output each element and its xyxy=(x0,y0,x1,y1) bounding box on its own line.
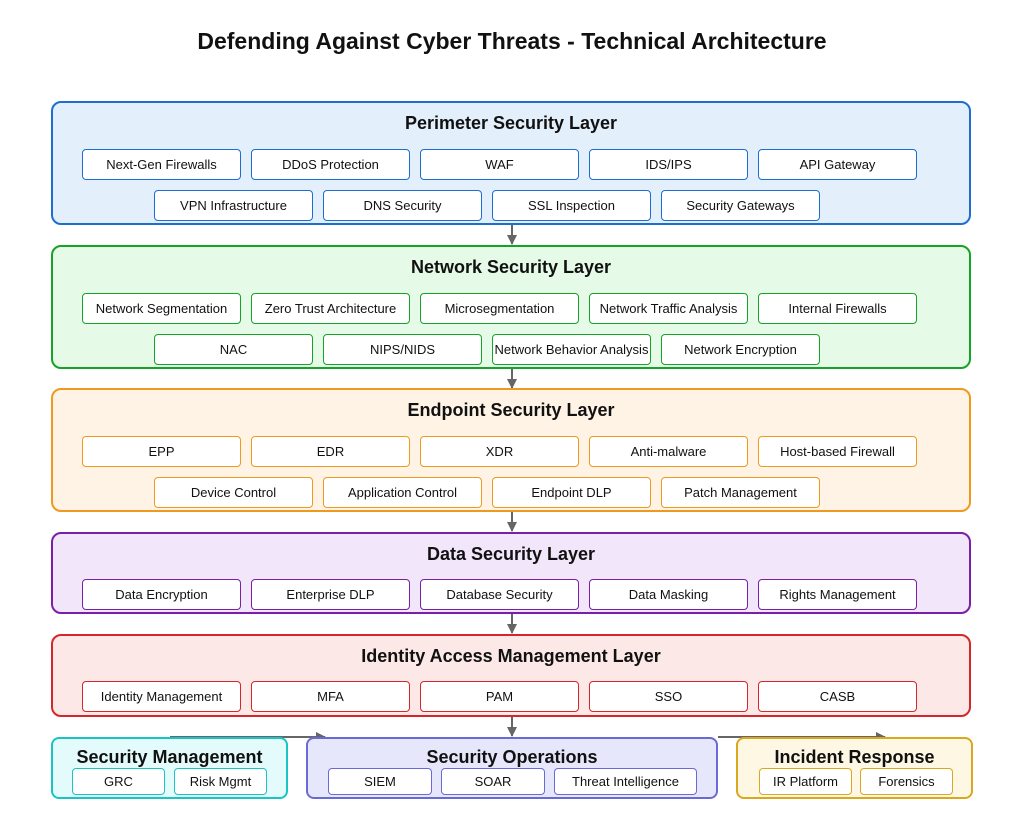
component-grc: GRC xyxy=(72,768,165,795)
component-patch-management: Patch Management xyxy=(661,477,820,508)
incident-response-title: Incident Response xyxy=(774,747,935,767)
component-next-gen-firewalls: Next-Gen Firewalls xyxy=(82,149,241,180)
component-vpn-infrastructure: VPN Infrastructure xyxy=(154,190,313,221)
component-epp: EPP xyxy=(82,436,241,467)
component-identity-management: Identity Management xyxy=(82,681,241,712)
component-forensics: Forensics xyxy=(860,768,953,795)
component-network-segmentation: Network Segmentation xyxy=(82,293,241,324)
iam-layer: Identity Access Management Layer Identit… xyxy=(51,634,971,717)
perimeter-layer-title: Perimeter Security Layer xyxy=(404,113,618,133)
security-management-box: Security Management GRC Risk Mgmt xyxy=(51,737,288,799)
component-casb: CASB xyxy=(758,681,917,712)
endpoint-layer-title: Endpoint Security Layer xyxy=(407,400,615,420)
network-security-layer: Network Security Layer Network Segmentat… xyxy=(51,245,971,369)
component-device-control: Device Control xyxy=(154,477,313,508)
component-xdr: XDR xyxy=(420,436,579,467)
component-dns-security: DNS Security xyxy=(323,190,482,221)
component-endpoint-dlp: Endpoint DLP xyxy=(492,477,651,508)
security-operations-box: Security Operations SIEM SOAR Threat Int… xyxy=(306,737,718,799)
component-risk-mgmt: Risk Mgmt xyxy=(174,768,267,795)
component-database-security: Database Security xyxy=(420,579,579,610)
component-soar: SOAR xyxy=(441,768,545,795)
perimeter-security-layer: Perimeter Security Layer Next-Gen Firewa… xyxy=(51,101,971,225)
component-rights-management: Rights Management xyxy=(758,579,917,610)
data-security-layer: Data Security Layer Data Encryption Ente… xyxy=(51,532,971,614)
component-security-gateways: Security Gateways xyxy=(661,190,820,221)
component-ssl-inspection: SSL Inspection xyxy=(492,190,651,221)
component-threat-intelligence: Threat Intelligence xyxy=(554,768,697,795)
network-layer-title: Network Security Layer xyxy=(410,257,612,277)
component-ddos-protection: DDoS Protection xyxy=(251,149,410,180)
component-network-encryption: Network Encryption xyxy=(661,334,820,365)
component-waf: WAF xyxy=(420,149,579,180)
data-layer-title: Data Security Layer xyxy=(426,544,596,564)
component-anti-malware: Anti-malware xyxy=(589,436,748,467)
component-internal-firewalls: Internal Firewalls xyxy=(758,293,917,324)
component-siem: SIEM xyxy=(328,768,432,795)
component-edr: EDR xyxy=(251,436,410,467)
component-zero-trust-architecture: Zero Trust Architecture xyxy=(251,293,410,324)
component-nips-nids: NIPS/NIDS xyxy=(323,334,482,365)
security-management-title: Security Management xyxy=(76,747,263,767)
component-data-encryption: Data Encryption xyxy=(82,579,241,610)
diagram-title: Defending Against Cyber Threats - Techni… xyxy=(197,28,827,54)
iam-layer-title: Identity Access Management Layer xyxy=(361,646,661,666)
component-sso: SSO xyxy=(589,681,748,712)
component-api-gateway: API Gateway xyxy=(758,149,917,180)
component-enterprise-dlp: Enterprise DLP xyxy=(251,579,410,610)
component-ids-ips: IDS/IPS xyxy=(589,149,748,180)
component-microsegmentation: Microsegmentation xyxy=(420,293,579,324)
security-operations-title: Security Operations xyxy=(426,747,598,767)
component-host-based-firewall: Host-based Firewall xyxy=(758,436,917,467)
component-data-masking: Data Masking xyxy=(589,579,748,610)
component-mfa: MFA xyxy=(251,681,410,712)
component-ir-platform: IR Platform xyxy=(759,768,852,795)
incident-response-box: Incident Response IR Platform Forensics xyxy=(736,737,973,799)
component-nac: NAC xyxy=(154,334,313,365)
endpoint-security-layer: Endpoint Security Layer EPP EDR XDR Anti… xyxy=(51,388,971,512)
component-pam: PAM xyxy=(420,681,579,712)
component-network-traffic-analysis: Network Traffic Analysis xyxy=(589,293,748,324)
component-network-behavior-analysis: Network Behavior Analysis xyxy=(492,334,651,365)
component-application-control: Application Control xyxy=(323,477,482,508)
